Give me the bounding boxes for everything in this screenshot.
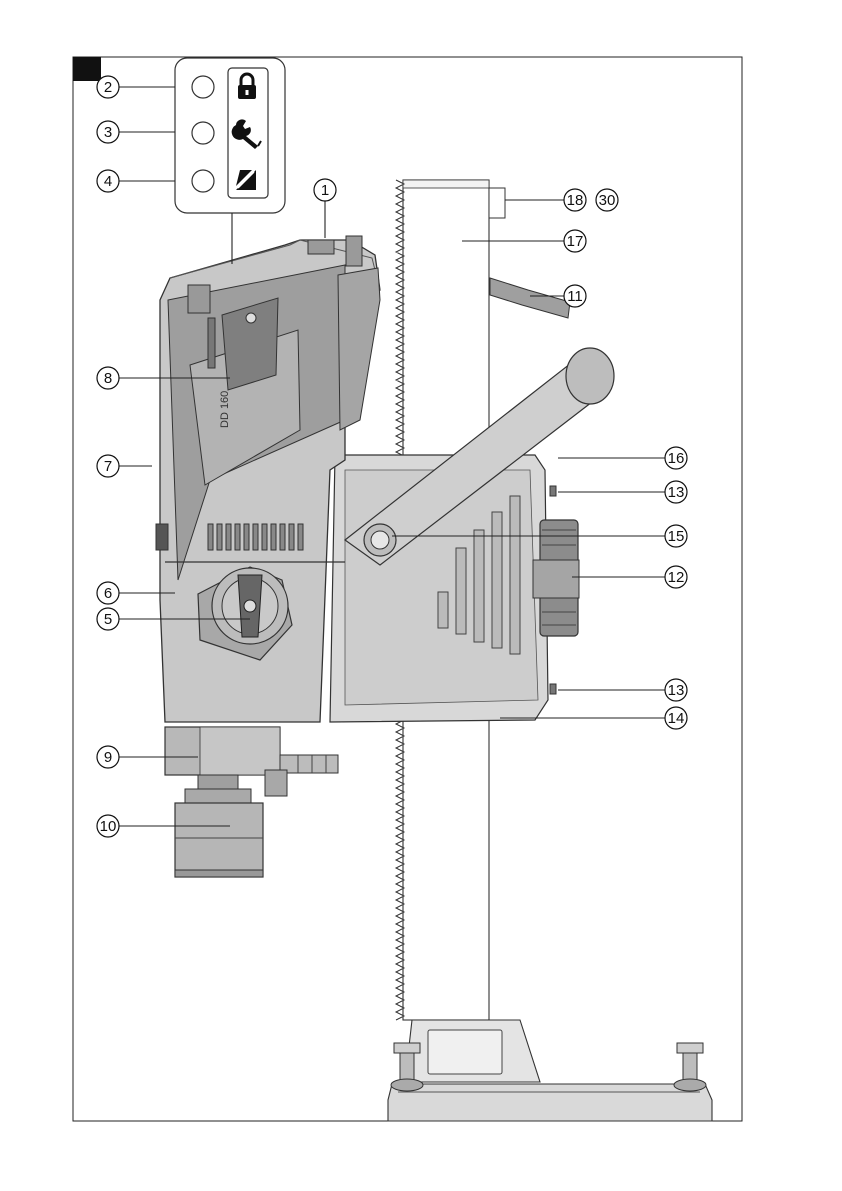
indicator-panel — [175, 58, 285, 264]
indicator-lamp-overload — [192, 170, 214, 192]
callout-number-c6: 6 — [104, 585, 112, 602]
drill-stand-base — [388, 1020, 712, 1121]
callout-number-c12: 12 — [668, 569, 685, 586]
callout-number-c16: 16 — [668, 450, 685, 467]
vent-slot — [208, 524, 213, 550]
callout-number-c13b: 13 — [668, 682, 685, 699]
callout-number-c11: 11 — [567, 288, 583, 305]
vent-slot — [217, 524, 222, 550]
callout-number-c15: 15 — [668, 528, 685, 545]
callout-number-c7: 7 — [104, 458, 112, 475]
callout-number-c30: 30 — [599, 192, 616, 209]
callout-number-c5: 5 — [104, 611, 112, 628]
callout-number-c9: 9 — [104, 749, 112, 766]
callout-number-c14: 14 — [668, 710, 685, 727]
gearbox — [165, 727, 338, 803]
model-label: DD 160 — [219, 391, 231, 428]
core-bit-adapter — [175, 803, 263, 877]
callout-number-c8: 8 — [104, 370, 112, 387]
vent-slot — [226, 524, 231, 550]
callout-number-c18: 18 — [567, 192, 584, 209]
callout-number-c10: 10 — [100, 818, 117, 835]
column-end-cap — [489, 188, 505, 218]
vent-slot — [271, 524, 276, 550]
corner-marker — [73, 57, 101, 81]
vent-slot — [244, 524, 249, 550]
water-hose — [490, 278, 570, 318]
indicator-lamp-lock — [192, 76, 214, 98]
leveling-screw-right — [674, 1043, 706, 1091]
lever-handle-grip — [566, 348, 614, 404]
callout-number-c13a: 13 — [668, 484, 685, 501]
callout-number-c1: 1 — [321, 182, 329, 199]
indicator-lamp-service — [192, 122, 214, 144]
callout-number-c3: 3 — [104, 124, 112, 141]
vent-slot — [253, 524, 258, 550]
vent-slot — [289, 524, 294, 550]
water-connection — [280, 755, 338, 773]
vent-slot — [298, 524, 303, 550]
vent-slot — [262, 524, 267, 550]
callout-number-c2: 2 — [104, 79, 112, 96]
vent-slot — [280, 524, 285, 550]
callout-number-c17: 17 — [567, 233, 584, 250]
vent-slot — [235, 524, 240, 550]
callout-number-c4: 4 — [104, 173, 112, 190]
